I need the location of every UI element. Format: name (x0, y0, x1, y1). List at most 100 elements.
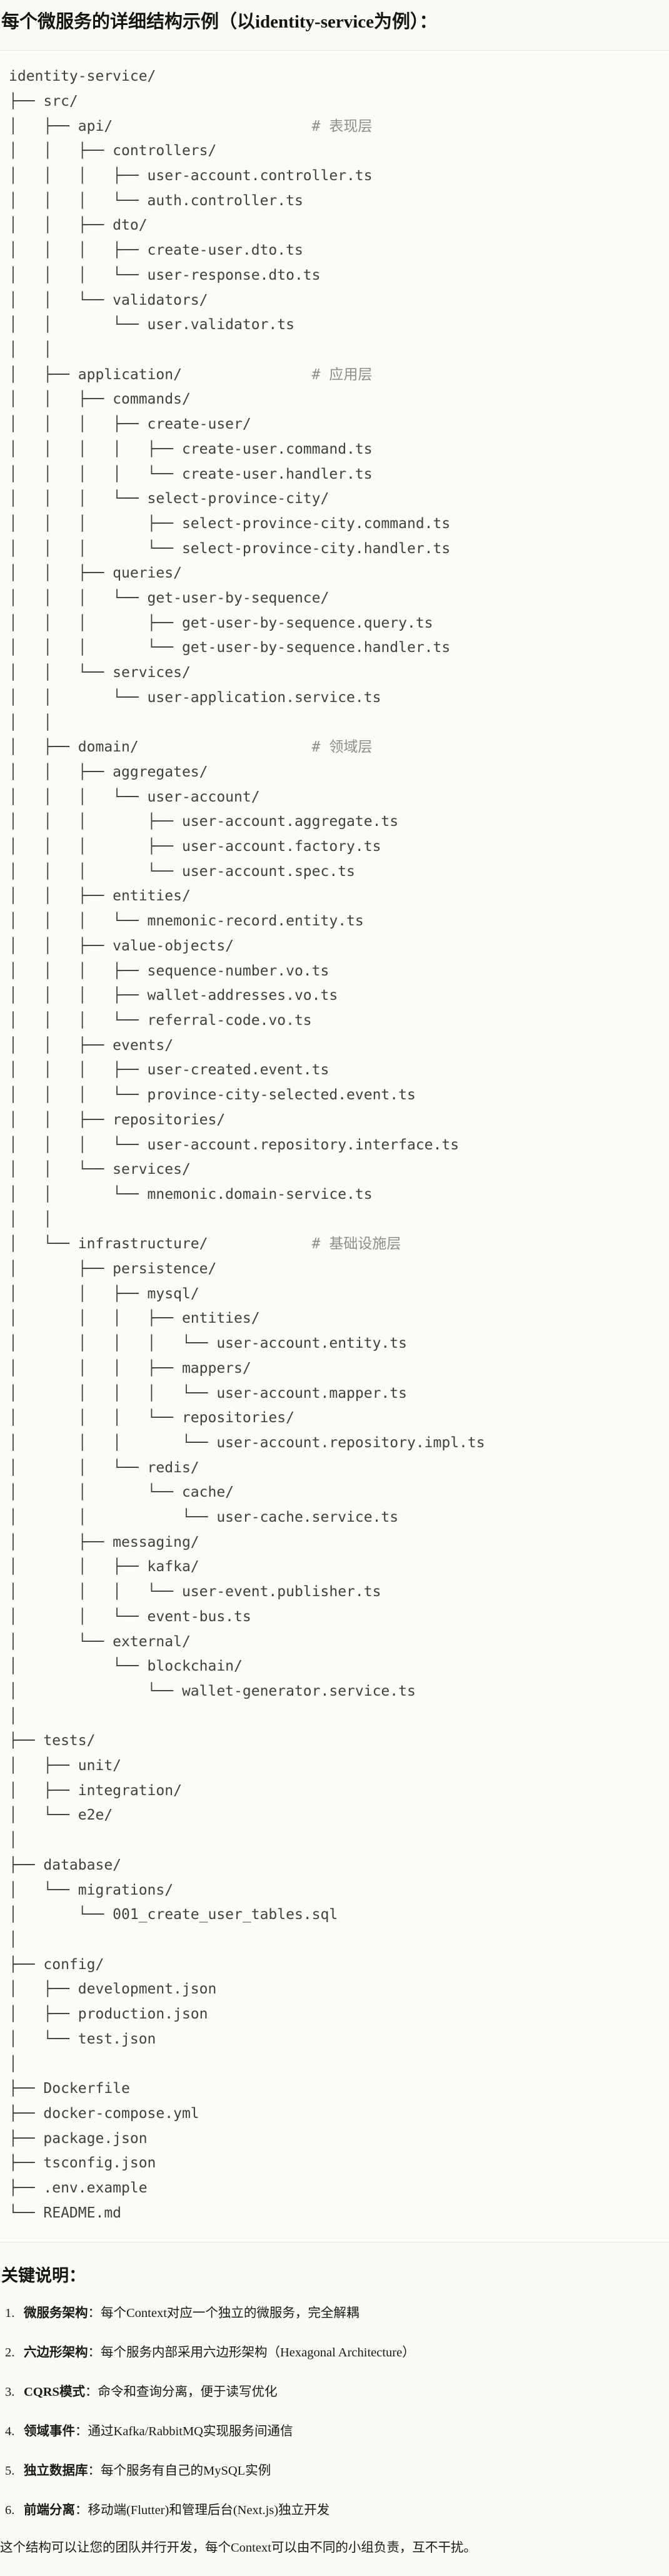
tree-line: ├── .env.example (9, 2180, 148, 2196)
tree-line: │ │ ├── commands/ (9, 391, 191, 407)
tree-line-text: │ │ │ │ └── create-user.handler.ts (9, 466, 373, 482)
tree-comment: # 领域层 (311, 739, 373, 756)
tree-line-text: │ │ │ │ └── user-account.mapper.ts (9, 1385, 407, 1402)
tree-line-text: │ │ │ │ ├── create-user.command.ts (9, 440, 373, 457)
tree-line: │ │ │ └── auth.controller.ts (9, 193, 303, 209)
tree-line: │ │ (9, 342, 52, 358)
tree-line: ├── package.json (9, 2131, 148, 2147)
tree-line: │ │ │ └── user-event.publisher.ts (9, 1584, 381, 1600)
tree-line-text: │ │ └── user.validator.ts (9, 317, 294, 333)
tree-line: │ (9, 1832, 18, 1848)
tree-line: │ ├── development.json (9, 1981, 216, 1997)
tree-line: │ │ └── services/ (9, 1161, 191, 1178)
note-number: 6. (5, 2503, 15, 2517)
tree-line-text: │ └── external/ (9, 1633, 191, 1650)
tree-line-text: │ ├── production.json (9, 2006, 208, 2023)
tree-line: │ │ └── event-bus.ts (9, 1609, 251, 1625)
tree-line: │ ├── messaging/ (9, 1534, 199, 1550)
tree-line-text: │ ├── domain/ (9, 739, 312, 756)
tree-line-text: │ │ └── services/ (9, 1161, 191, 1178)
tree-line-text: │ │ │ └── user-event.publisher.ts (9, 1584, 381, 1601)
tree-line: │ │ │ ├── create-user/ (9, 416, 251, 432)
tree-line: ├── tsconfig.json (9, 2155, 156, 2171)
tree-line-text: ├── docker-compose.yml (9, 2105, 199, 2122)
note-item: 2.六边形架构：每个服务内部采用六边形架构（Hexagonal Architec… (0, 2343, 669, 2362)
tree-line: │ │ └── cache/ (9, 1484, 234, 1500)
tree-line-text: │ │ ├── mysql/ (9, 1285, 199, 1302)
tree-line-text: │ │ └── mnemonic.domain-service.ts (9, 1186, 373, 1203)
tree-line: │ │ └── user-cache.service.ts (9, 1509, 398, 1525)
tree-line: │ │ │ └── user-account/ (9, 789, 260, 805)
tree-line-text: │ │ └── user-cache.service.ts (9, 1509, 399, 1526)
tree-line-text: │ ├── messaging/ (9, 1534, 199, 1550)
note-label: 六边形架构 (24, 2345, 88, 2360)
tree-line: │ └── blockchain/ (9, 1658, 243, 1674)
tree-line-text: │ │ │ └── province-city-selected.event.t… (9, 1087, 416, 1104)
tree-line-text: ├── package.json (9, 2130, 148, 2147)
tree-line-text: │ └── test.json (9, 2030, 156, 2047)
tree-line: │ │ │ └── get-user-by-sequence/ (9, 590, 329, 606)
tree-line-text: ├── tsconfig.json (9, 2155, 156, 2172)
tree-line-text: │ │ (9, 714, 53, 731)
tree-line-text: │ │ (9, 342, 53, 358)
tree-line: │ (9, 1708, 18, 1724)
note-label: 独立数据库 (24, 2463, 88, 2478)
tree-line: │ │ ├── kafka/ (9, 1559, 199, 1575)
note-number: 1. (5, 2306, 15, 2320)
tree-line: │ │ │ └── user-account.repository.interf… (9, 1137, 459, 1153)
tree-line: │ │ │ └── select-province-city.handler.t… (9, 541, 450, 557)
tree-line: │ │ (9, 1211, 52, 1228)
tree-line: │ (9, 2056, 18, 2072)
tree-line-text: │ │ └── user-application.service.ts (9, 689, 381, 706)
tree-line: │ └── wallet-generator.service.ts (9, 1683, 416, 1699)
tree-line: ├── src/ (9, 93, 78, 109)
tree-line: │ │ │ ├── entities/ (9, 1310, 260, 1326)
tree-line: │ │ │ ├── user-account.aggregate.ts (9, 813, 398, 830)
tree-line: │ │ │ └── province-city-selected.event.t… (9, 1087, 416, 1103)
tree-line-text: │ │ │ ├── sequence-number.vo.ts (9, 962, 329, 979)
tree-line-text: │ │ │ │ └── user-account.entity.ts (9, 1335, 407, 1352)
tree-line-text: │ │ ├── controllers/ (9, 143, 217, 160)
tree-line: │ │ │ └── get-user-by-sequence.handler.t… (9, 639, 450, 656)
tree-line-text: │ └── infrastructure/ (9, 1236, 312, 1253)
tree-line: │ ├── application/ # 应用层 (9, 367, 372, 383)
tree-line: │ │ │ ├── user-account.controller.ts (9, 168, 373, 184)
tree-line-text: └── README.md (9, 2204, 122, 2221)
tree-line: │ │ ├── entities/ (9, 888, 191, 904)
tree-line: ├── docker-compose.yml (9, 2105, 199, 2122)
tree-line: │ │ ├── events/ (9, 1037, 173, 1054)
tree-line: │ └── test.json (9, 2031, 156, 2047)
note-item: 6.前端分离：移动端(Flutter)和管理后台(Next.js)独立开发 (0, 2501, 669, 2520)
tree-line: │ └── external/ (9, 1634, 191, 1650)
tree-line-text: ├── src/ (9, 93, 78, 109)
tree-line: │ │ └── redis/ (9, 1460, 199, 1476)
tree-line-text: │ └── e2e/ (9, 1807, 113, 1824)
notes-heading: 关键说明： (1, 2266, 86, 2286)
page-title: 每个微服务的详细结构示例（以identity-service为例）： (1, 12, 438, 32)
tree-line-text: ├── database/ (9, 1856, 122, 1873)
tree-line-text: │ │ ├── entities/ (9, 888, 191, 905)
tree-line-text: │ │ (9, 1211, 53, 1228)
tree-line: │ └── 001_create_user_tables.sql (9, 1907, 338, 1923)
note-item: 1.微服务架构：每个Context对应一个独立的微服务，完全解耦 (0, 2304, 669, 2323)
tree-line-text: │ │ │ └── get-user-by-sequence.handler.t… (9, 639, 451, 656)
tree-line: │ │ ├── aggregates/ (9, 764, 208, 780)
tree-line-text: │ ├── api/ (9, 118, 312, 135)
tree-line-text: │ │ │ └── user-account/ (9, 788, 260, 805)
tree-line-text: │ ├── application/ (9, 366, 312, 383)
tree-line: │ │ │ └── mnemonic-record.entity.ts (9, 913, 364, 929)
note-item: 3.CQRS模式：命令和查询分离，便于读写优化 (0, 2383, 669, 2401)
tree-comment: # 基础设施层 (311, 1236, 401, 1253)
tree-line-text: │ │ │ └── repositories/ (9, 1410, 294, 1427)
tree-line: │ │ │ ├── get-user-by-sequence.query.ts (9, 615, 433, 631)
tree-line-text: │ (9, 1708, 18, 1724)
code-block: identity-service/ ├── src/ │ ├── api/ # … (0, 50, 669, 2243)
tree-line: │ │ │ │ ├── create-user.command.ts (9, 441, 373, 457)
tree-line-text: │ │ │ └── user-account.repository.interf… (9, 1136, 460, 1153)
tree-line: │ └── e2e/ (9, 1807, 113, 1823)
tree-line: │ │ │ │ └── user-account.mapper.ts (9, 1385, 407, 1402)
tree-line-text: │ ├── integration/ (9, 1782, 182, 1799)
tree-line: │ (9, 1932, 18, 1948)
tree-line: │ │ │ ├── mappers/ (9, 1360, 251, 1377)
